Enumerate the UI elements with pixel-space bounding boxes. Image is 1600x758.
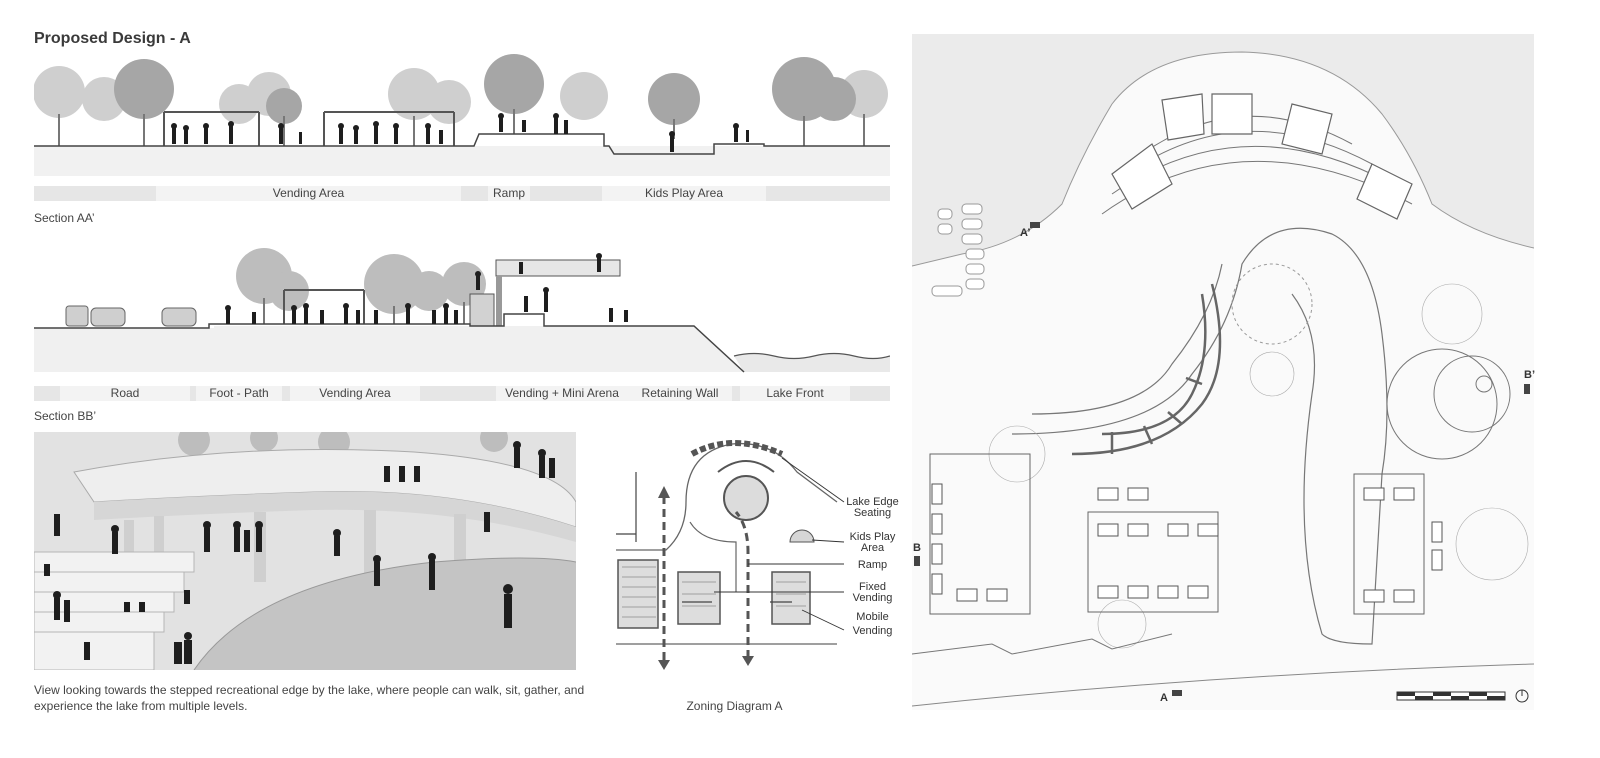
zoning-label-kids-1: Kids Play [849, 531, 896, 543]
zoning-label-lake-edge-1: Lake Edge [846, 496, 899, 508]
zoning-diagram [612, 432, 847, 672]
perspective-caption-line2: experience the lake from multiple levels… [34, 699, 248, 713]
zoning-label-fixed-1: Fixed [859, 581, 886, 593]
site-plan [912, 34, 1534, 710]
section-marker-a-prime: A’ [1020, 227, 1031, 239]
section-bb-label-mini-arena: Vending + Mini Arena [496, 386, 628, 401]
section-bb-drawing [34, 236, 890, 376]
section-bb-label-lake-front: Lake Front [740, 386, 850, 401]
section-bb-title: Section BB’ [34, 409, 97, 423]
section-bb-label-vending: Vending Area [290, 386, 420, 401]
section-aa-drawing [34, 54, 890, 178]
section-aa-label-vending: Vending Area [156, 186, 461, 201]
perspective-render [34, 432, 576, 670]
perspective-caption-line1: View looking towards the stepped recreat… [34, 683, 585, 697]
section-marker-b: B [913, 542, 921, 554]
section-aa-label-ramp: Ramp [488, 186, 530, 201]
zoning-label-ramp: Ramp [857, 559, 888, 571]
section-aa-label-kids: Kids Play Area [602, 186, 766, 201]
section-bb-label-retaining-wall: Retaining Wall [628, 386, 732, 401]
zoning-label-mobile-2: Vending [852, 625, 893, 637]
zoning-label-fixed-2: Vending [852, 592, 893, 604]
section-aa-title: Section AA’ [34, 211, 95, 225]
section-marker-b-prime: B’ [1524, 369, 1535, 381]
zoning-caption: Zoning Diagram A [686, 699, 783, 713]
section-marker-a: A [1160, 692, 1168, 704]
section-bb-label-road: Road [60, 386, 190, 401]
zoning-label-kids-2: Area [860, 542, 885, 554]
zoning-label-mobile-1: Mobile [856, 611, 889, 623]
zoning-label-lake-edge-2: Seating [853, 507, 892, 519]
section-bb-label-footpath: Foot - Path [196, 386, 282, 401]
page-title: Proposed Design - A [34, 30, 191, 47]
